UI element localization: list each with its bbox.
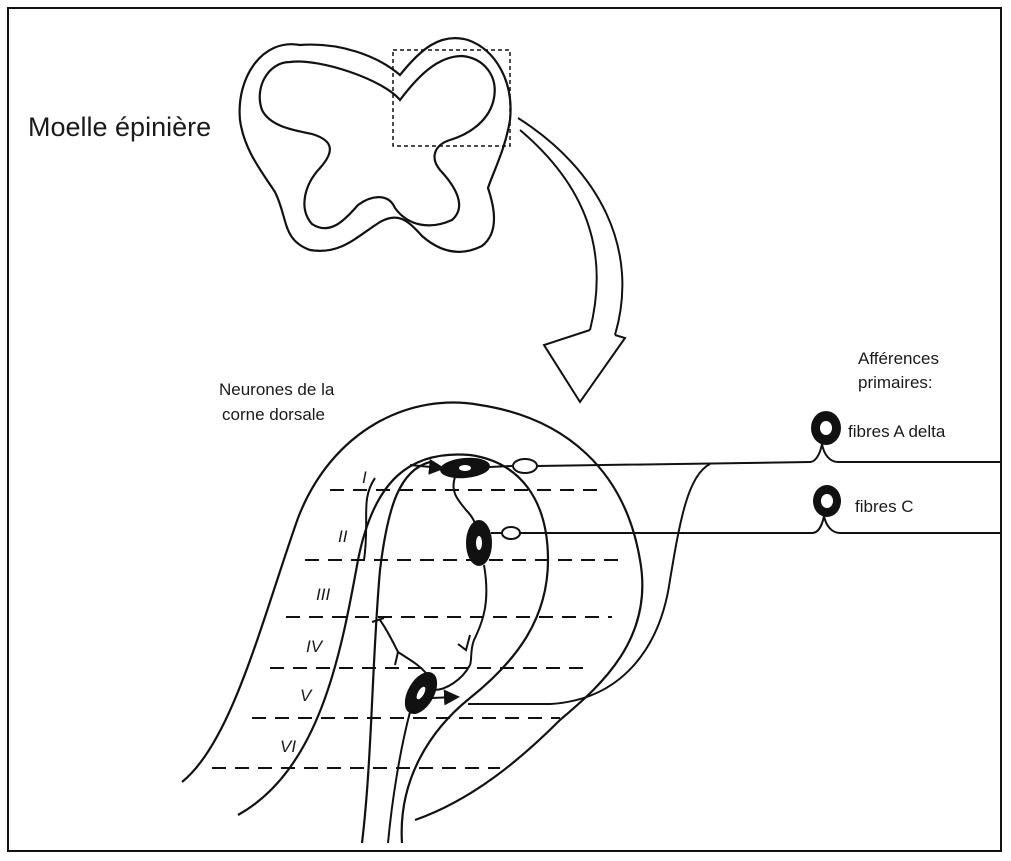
lamina-label-4: IV (306, 637, 324, 656)
a-delta-fiber-label: fibres A delta (848, 422, 946, 441)
lamina-label-3: III (316, 585, 330, 604)
spinal-cord-outer-outline (240, 38, 511, 252)
lamina-label-6: VI (280, 737, 296, 756)
dorsal-horn-zoom-box (393, 50, 510, 146)
c-fiber-axon (520, 516, 824, 533)
lamina-2-descending-axon (470, 565, 486, 665)
lamina-5-axon (388, 712, 410, 843)
zoom-arrow-outer-edge (518, 118, 622, 335)
lamina-labels: I II III IV V VI (280, 468, 367, 756)
dorsal-horn-outlines (182, 403, 642, 843)
spinal-cord-cross-section (240, 38, 511, 252)
zoom-arrow (518, 118, 625, 402)
dorsal-root-ganglion-cells (811, 411, 841, 517)
lamina-label-2: II (338, 527, 348, 546)
zoom-arrow-head (544, 330, 625, 402)
afferents-label-line1: Afférences (858, 349, 939, 368)
afferents-label-line2: primaires: (858, 373, 933, 392)
lamina-2-synapse (502, 527, 520, 539)
inner-horn-boundary (238, 454, 548, 843)
lamina-1-synapse (513, 459, 537, 473)
spinal-cord-label: Moelle épinière (28, 112, 211, 142)
dorsal-horn-label-line2: corne dorsale (222, 405, 325, 424)
zoom-arrow-inner-edge (520, 130, 597, 330)
lamina-1-dendrite (410, 465, 441, 468)
lamina-5-dendrite (380, 620, 426, 673)
dorsal-horn-label-line1: Neurones de la (219, 380, 335, 399)
middle-horn-boundary (362, 462, 430, 843)
lamina-label-1: I (362, 468, 367, 487)
c-fiber-label: fibres C (855, 497, 914, 516)
primary-afferents (364, 444, 1002, 704)
lamina-separators (212, 490, 618, 768)
neural-circuit (372, 457, 537, 843)
lamina-label-5: V (300, 686, 313, 705)
gray-matter-butterfly (260, 56, 495, 228)
